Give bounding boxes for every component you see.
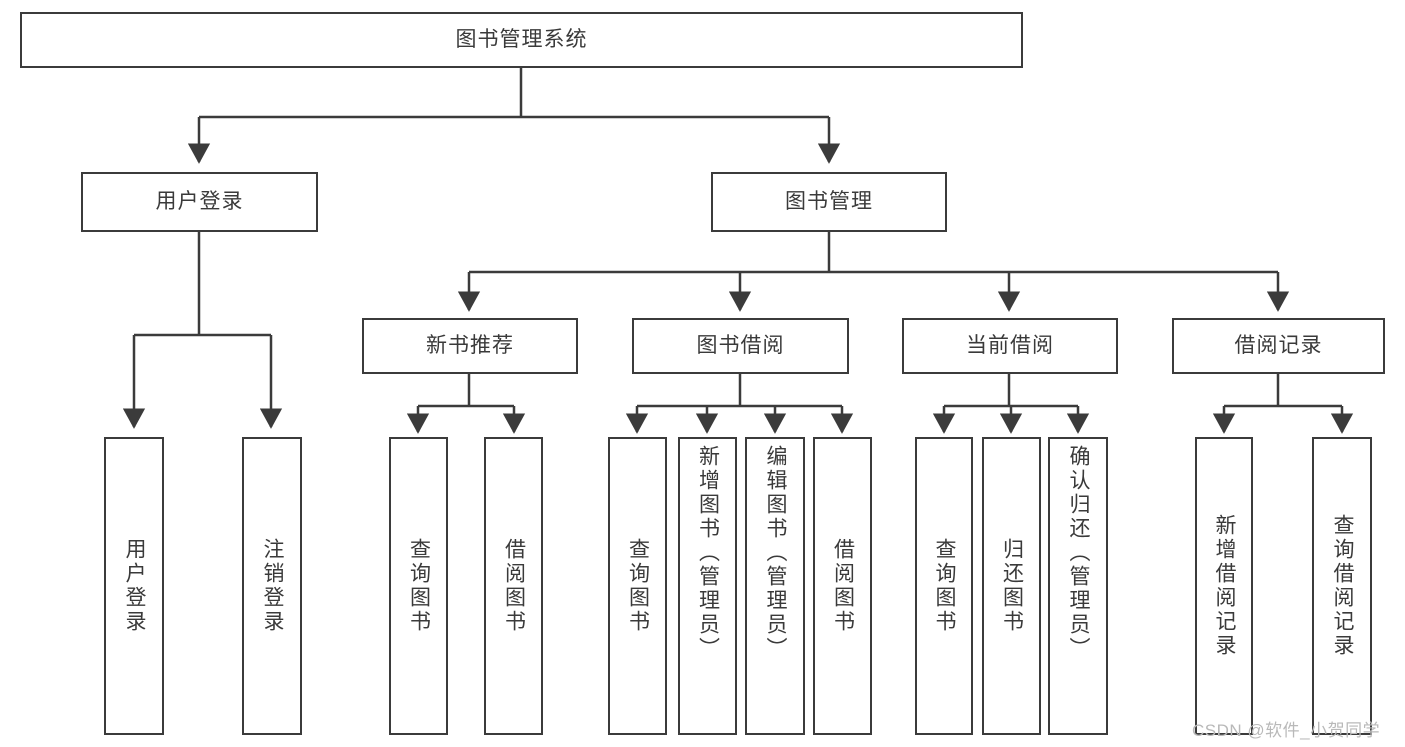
leaf-new-book-borrow-book[interactable]: 借阅图书 xyxy=(484,437,543,735)
node-new-book-recommend[interactable]: 新书推荐 xyxy=(362,318,578,374)
node-current-borrow[interactable]: 当前借阅 xyxy=(902,318,1118,374)
leaf-user-login-logout[interactable]: 注销登录 xyxy=(242,437,302,735)
node-root-book-management-system[interactable]: 图书管理系统 xyxy=(20,12,1023,68)
node-label: 新书推荐 xyxy=(426,334,514,358)
node-label: 用户登录 xyxy=(155,190,244,214)
node-label: 查询图书 xyxy=(933,538,957,634)
node-user-login[interactable]: 用户登录 xyxy=(81,172,318,232)
node-label: 新增图书（管理员） xyxy=(696,445,720,661)
node-label: 图书借阅 xyxy=(696,334,785,358)
node-label: 新增借阅记录 xyxy=(1213,514,1237,658)
node-label: 用户登录 xyxy=(123,538,147,634)
node-label: 查询图书 xyxy=(626,538,650,634)
node-label: 借阅图书 xyxy=(831,538,855,634)
leaf-current-borrow-confirm-return-admin[interactable]: 确认归还（管理员） xyxy=(1048,437,1108,735)
node-label: 查询借阅记录 xyxy=(1331,514,1355,658)
leaf-book-borrow-borrow-book[interactable]: 借阅图书 xyxy=(813,437,872,735)
csdn-watermark: CSDN @软件_小贺同学 xyxy=(1192,721,1381,740)
leaf-user-login-login[interactable]: 用户登录 xyxy=(104,437,164,735)
node-book-management[interactable]: 图书管理 xyxy=(711,172,947,232)
node-borrow-record[interactable]: 借阅记录 xyxy=(1172,318,1385,374)
leaf-book-borrow-add-book-admin[interactable]: 新增图书（管理员） xyxy=(678,437,737,735)
leaf-new-book-query-book[interactable]: 查询图书 xyxy=(389,437,448,735)
node-label: 归还图书 xyxy=(1000,538,1024,634)
leaf-book-borrow-query-book[interactable]: 查询图书 xyxy=(608,437,667,735)
node-label: 确认归还（管理员） xyxy=(1067,445,1091,661)
node-label: 注销登录 xyxy=(261,538,285,634)
leaf-current-borrow-query-book[interactable]: 查询图书 xyxy=(915,437,973,735)
leaf-borrow-record-add-record[interactable]: 新增借阅记录 xyxy=(1195,437,1253,735)
node-label: 借阅图书 xyxy=(502,538,526,634)
leaf-borrow-record-query-record[interactable]: 查询借阅记录 xyxy=(1312,437,1372,735)
node-label: 编辑图书（管理员） xyxy=(764,445,788,661)
node-label: 当前借阅 xyxy=(966,334,1054,358)
node-label: 图书管理 xyxy=(785,190,873,214)
leaf-book-borrow-edit-book-admin[interactable]: 编辑图书（管理员） xyxy=(745,437,805,735)
node-label: 借阅记录 xyxy=(1234,334,1323,358)
node-label: 图书管理系统 xyxy=(455,28,588,52)
node-book-borrow[interactable]: 图书借阅 xyxy=(632,318,849,374)
node-label: 查询图书 xyxy=(407,538,431,634)
leaf-current-borrow-return-book[interactable]: 归还图书 xyxy=(982,437,1041,735)
